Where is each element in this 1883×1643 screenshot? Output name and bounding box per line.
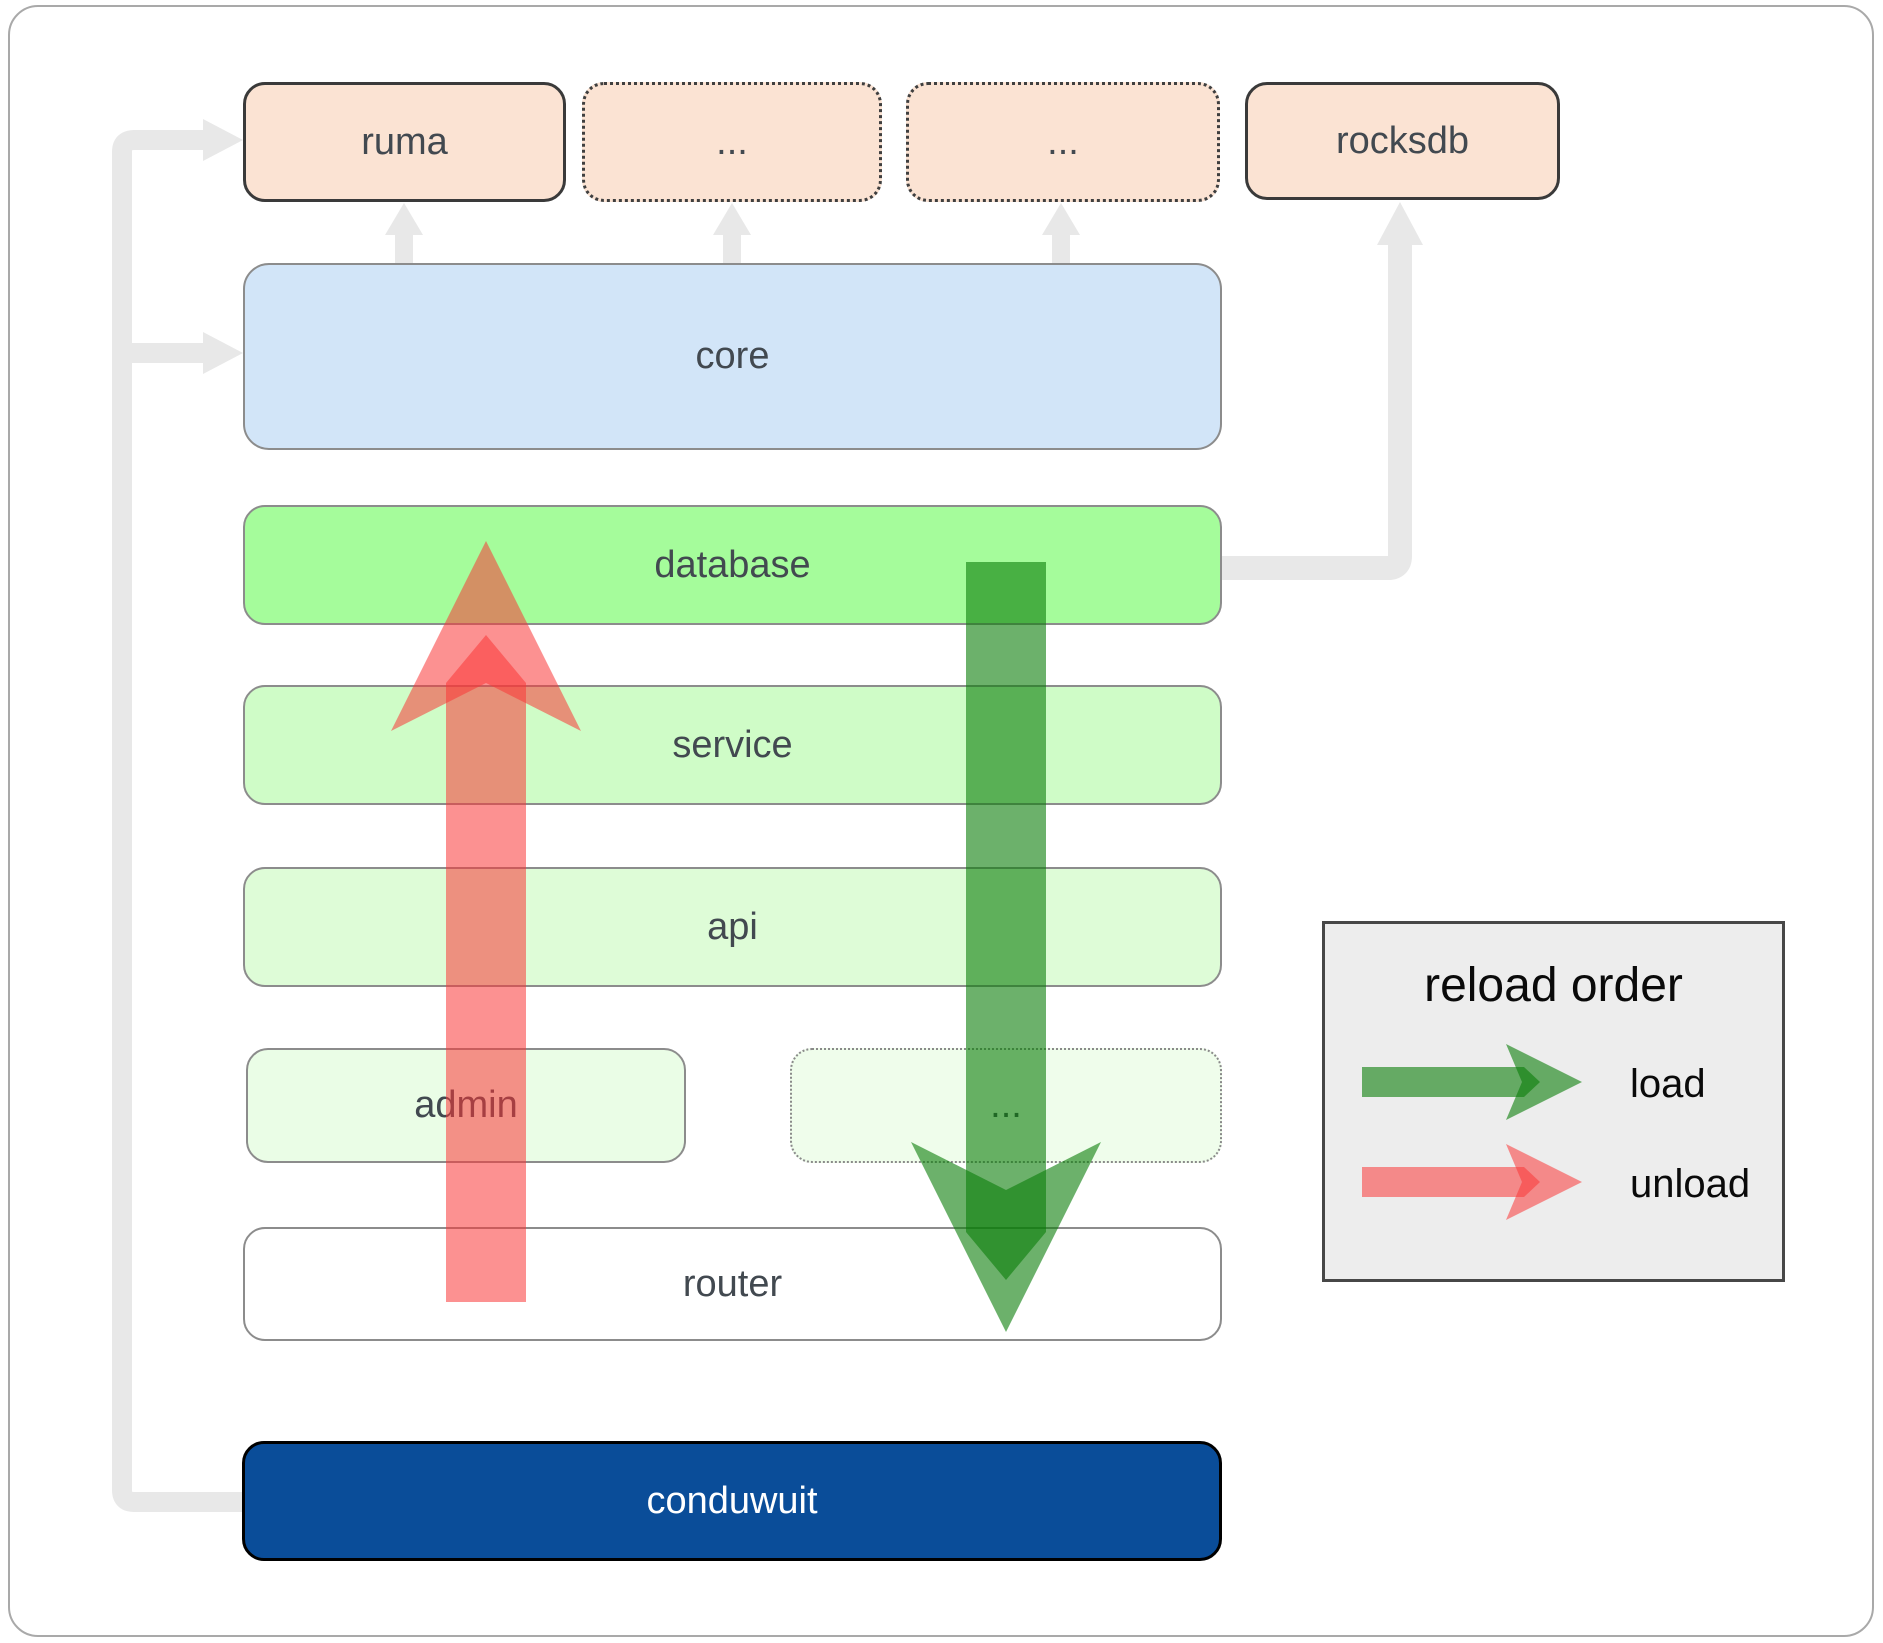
node-modules-ellipsis-label: ... [990,1084,1022,1126]
legend-load-label: load [1630,1062,1706,1106]
node-router: router [243,1227,1222,1341]
node-conduwuit-label: conduwuit [646,1479,818,1522]
node-rocksdb: rocksdb [1245,82,1560,200]
connector-database-to-rocksdb [1222,202,1423,580]
node-ruma: ruma [243,82,566,202]
node-conduwuit: conduwuit [242,1441,1222,1561]
node-deps-ellipsis-2: ... [906,82,1220,202]
node-modules-ellipsis: ... [790,1048,1222,1163]
legend-box: reload order load unload [1322,921,1785,1282]
node-core: core [243,263,1222,450]
arrowhead-to-ruma [203,119,243,161]
node-admin: admin [246,1048,686,1163]
node-rocksdb-label: rocksdb [1335,119,1470,162]
node-deps-ellipsis-1-label: ... [716,120,748,163]
connector-core-to-top-boxes [385,203,1080,263]
node-service: service [243,685,1222,805]
legend-unload-label: unload [1630,1162,1751,1206]
node-deps-ellipsis-2-label: ... [1047,120,1079,163]
node-deps-ellipsis-1: ... [582,82,882,202]
node-api: api [243,867,1222,987]
node-database-label: database [654,543,811,586]
node-router-label: router [682,1262,783,1305]
legend-title: reload order [1424,959,1683,1012]
node-database: database [243,505,1222,625]
node-ruma-label: ruma [361,120,448,163]
node-core-label: core [695,335,770,377]
node-admin-label: admin [414,1084,518,1126]
connector-conduwuit-to-ruma-core [112,130,242,1512]
node-service-label: service [672,723,793,766]
outer-frame [8,5,1874,1637]
arrowhead-to-core [203,332,243,374]
node-api-label: api [707,905,758,948]
